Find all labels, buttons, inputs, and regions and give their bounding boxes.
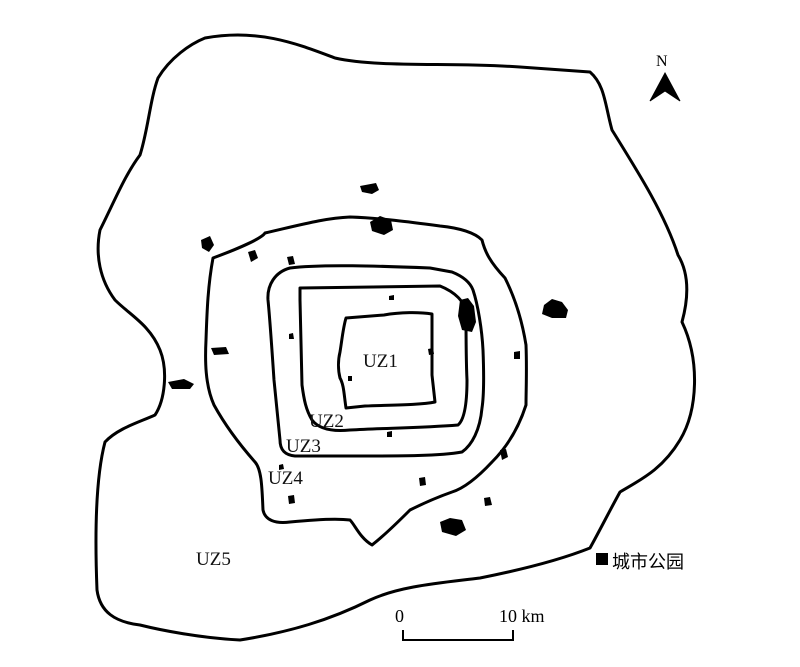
zone-label-uz5: UZ5: [196, 549, 231, 570]
park-patch: [514, 351, 520, 359]
park-patch: [360, 183, 379, 194]
park-patch: [201, 236, 214, 252]
park-patch: [387, 431, 392, 437]
zone-boundary-uz3: [266, 264, 486, 458]
legend-swatch-park: [596, 553, 608, 565]
park-patch: [288, 495, 295, 504]
zone-label-uz4: UZ4: [268, 468, 303, 489]
park-patch: [458, 298, 476, 332]
park-patch: [542, 299, 568, 318]
park-patch: [279, 464, 284, 470]
park-patch: [419, 477, 426, 486]
urban-parks: [168, 183, 568, 536]
zone-label-uz3: UZ3: [286, 436, 321, 457]
park-patch: [348, 376, 352, 381]
park-patch: [248, 250, 258, 262]
legend: 城市公园: [596, 552, 684, 573]
park-patch: [211, 347, 229, 355]
park-patch: [484, 497, 492, 506]
north-label: N: [656, 53, 668, 70]
park-patch: [440, 518, 466, 536]
scale-bar: 0 10 km: [395, 606, 545, 641]
legend-label-park: 城市公园: [612, 552, 684, 573]
park-patch: [500, 449, 508, 460]
zone-label-uz2: UZ2: [309, 411, 344, 432]
park-patch: [370, 216, 393, 235]
park-patch: [168, 379, 194, 389]
zone-label-uz1: UZ1: [363, 351, 398, 372]
scale-end-label: 10 km: [499, 606, 545, 626]
zone-boundary-uz5: [94, 33, 696, 642]
scale-bar-line: [402, 630, 514, 641]
north-arrow-icon: [649, 71, 681, 102]
park-patch: [389, 295, 394, 300]
park-patch: [289, 333, 294, 339]
park-patch: [287, 256, 295, 265]
zone-boundary-uz1: [337, 311, 437, 410]
scale-start-label: 0: [395, 606, 404, 626]
north-arrow: N: [649, 53, 681, 102]
zone-boundary-uz4: [204, 215, 528, 547]
park-patch: [428, 348, 434, 355]
